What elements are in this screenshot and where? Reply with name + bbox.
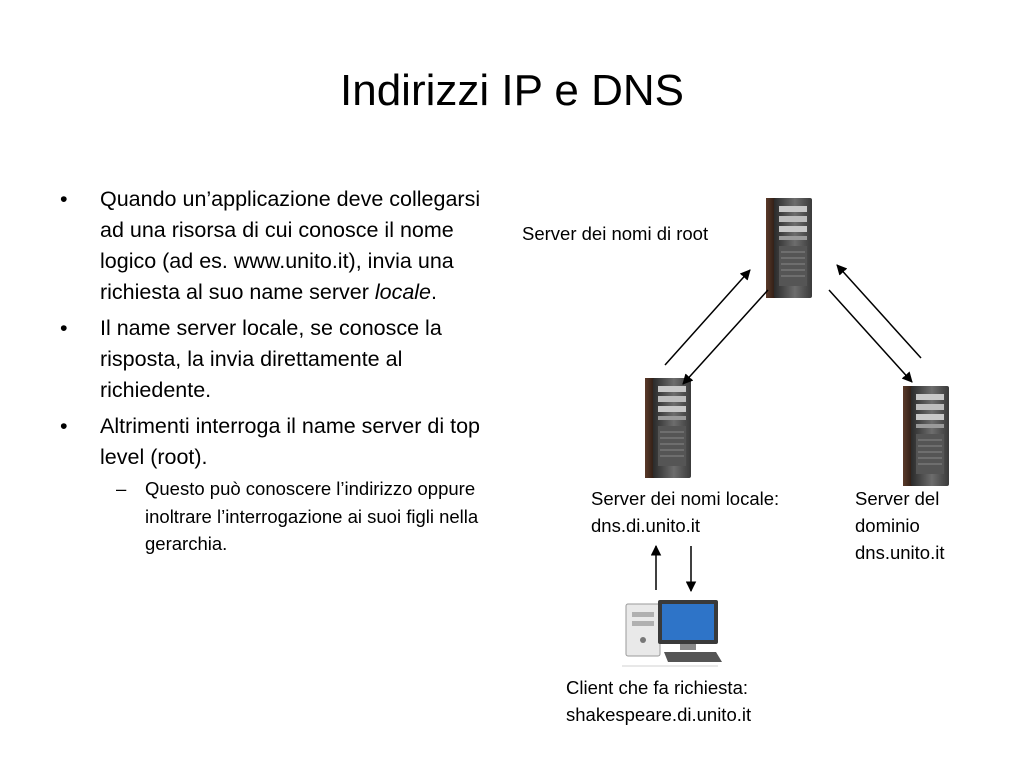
bullet-text: Altrimenti interroga il name server di t… <box>100 414 480 469</box>
arrow-local-to-root <box>664 269 751 366</box>
server-tower-icon <box>765 197 813 299</box>
bullet-item: • Il name server locale, se conosce la r… <box>60 313 500 406</box>
sub-bullet-text: Questo può conoscere l’indirizzo oppure … <box>145 478 479 554</box>
client-label-line: Client che fa richiesta: <box>566 677 749 698</box>
bullet-marker: • <box>60 316 68 340</box>
server-tower-icon <box>644 377 692 479</box>
root-server-label: Server dei nomi di root <box>522 223 709 244</box>
bullet-text-end: . <box>431 280 438 304</box>
bullet-emphasis: locale <box>374 280 432 304</box>
bullet-item: • Quando un’applicazione deve collegarsi… <box>60 184 500 308</box>
slide-title: Indirizzi IP e DNS <box>340 66 684 115</box>
sub-bullet-item: – Questo può conoscere l’indirizzo oppur… <box>60 475 500 558</box>
desktop-computer-icon <box>622 600 722 667</box>
domain-server-label-line: Server del <box>855 488 940 509</box>
client-label-line: shakespeare.di.unito.it <box>566 704 752 725</box>
domain-server-label-line: dns.unito.it <box>855 542 945 563</box>
arrow-root-to-local <box>682 289 769 385</box>
bullet-text: Il name server locale, se conosce la ris… <box>100 316 442 402</box>
local-server-label: Server dei nomi locale: dns.di.unito.it <box>591 485 779 539</box>
bullet-text: Quando un’applicazione deve collegarsi a… <box>100 187 481 304</box>
bullet-item: • Altrimenti interroga il name server di… <box>60 411 500 473</box>
local-server-label-line: dns.di.unito.it <box>591 515 701 536</box>
bullet-marker: • <box>60 187 68 211</box>
bullet-list: • Quando un’applicazione deve collegarsi… <box>60 184 500 558</box>
local-server-label-line: Server dei nomi locale: <box>591 488 780 509</box>
domain-server-label-line: dominio <box>855 515 920 536</box>
sub-bullet-marker: – <box>116 478 127 499</box>
arrow-domain-to-root <box>836 264 922 359</box>
arrow-root-to-domain <box>828 289 913 383</box>
client-label: Client che fa richiesta: shakespeare.di.… <box>566 674 751 728</box>
server-tower-icon <box>902 385 950 487</box>
bullet-marker: • <box>60 414 68 438</box>
domain-server-label: Server del dominio dns.unito.it <box>855 485 944 566</box>
